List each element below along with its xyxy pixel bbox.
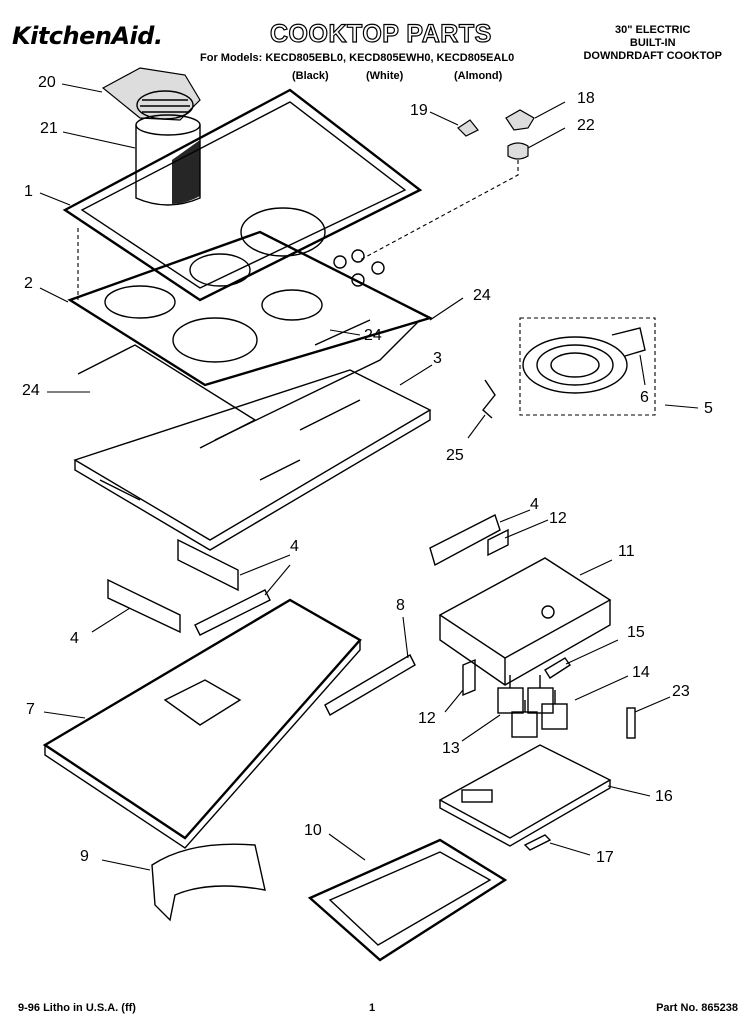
indicator-lamp-part [626,707,636,739]
control-box-part [438,557,612,686]
part-number: Part No. 865238 [656,1002,738,1014]
callout-25: 25 [446,447,464,464]
blower-can-part [135,114,201,206]
bracket-part-b [107,578,181,634]
switch-part-a [462,658,476,697]
callout-15: 15 [627,624,645,641]
callout-12a: 12 [549,510,567,527]
color-almond: (Almond) [454,70,503,82]
bottom-panel-part [438,744,612,847]
litho-note: 9-96 Litho in U.S.A. (ff) [18,1002,136,1014]
callout-3: 3 [433,350,442,367]
callout-13: 13 [442,740,460,757]
callout-10: 10 [304,822,322,839]
callout-17: 17 [596,849,614,866]
callout-8: 8 [396,597,405,614]
page-title: COOKTOP PARTS [269,19,492,48]
model-list: For Models: KECD805EBL0, KECD805EWH0, KE… [200,52,515,64]
product-line-2: BUILT-IN [629,37,676,49]
callout-24c: 24 [22,382,40,399]
product-description: 30" ELECTRIC BUILT-IN DOWNDRDAFT COOKTOP [583,24,722,63]
switch-part-b [487,528,509,557]
callout-2: 2 [24,275,33,292]
callout-4a: 4 [290,538,299,555]
surface-element-part [519,317,656,416]
callout-11: 11 [618,543,635,560]
brand-logo: KitchenAid. [12,22,163,50]
page-number: 1 [369,1002,376,1014]
color-black: (Black) [292,70,329,82]
callout-21: 21 [40,120,58,137]
indicator-light-part [457,119,479,137]
knob-part [505,109,535,131]
callout-24b: 24 [364,327,382,344]
callout-5: 5 [704,400,713,417]
tray-part [307,838,508,962]
callout-16: 16 [655,788,673,805]
strip-part [324,654,416,716]
callout-14: 14 [632,664,650,681]
callout-9: 9 [80,848,89,865]
bracket-17-part [523,834,552,851]
base-pan-part [42,598,362,849]
burner-box-part [73,369,432,551]
callout-7: 7 [26,701,35,718]
product-line-1: 30" ELECTRIC [614,24,691,36]
product-line-3: DOWNDRDAFT COOKTOP [583,50,722,62]
bracket-part-c [194,589,271,636]
bracket-part-d [429,514,501,567]
bracket-15-part [544,657,571,679]
clip-part [482,379,496,419]
callout-18: 18 [577,90,595,107]
callout-1: 1 [24,183,33,200]
callout-12b: 12 [418,710,436,727]
duct-part [151,843,266,922]
callout-20: 20 [38,74,56,91]
glass-cooktop-part [67,230,434,387]
callout-22: 22 [577,117,595,134]
color-white: (White) [366,70,404,82]
callout-4b: 4 [70,630,79,647]
callout-24a: 24 [473,287,491,304]
bracket-part-a [177,538,239,592]
vent-cap-part [101,67,201,121]
callout-6: 6 [640,389,649,406]
knob-seal-part [507,142,529,160]
callout-19: 19 [410,102,428,119]
cooktop-frame-part [62,88,423,302]
callout-23: 23 [672,683,690,700]
callout-4c: 4 [530,496,539,513]
leader-lines [39,83,699,871]
color-variants: (Black) (White) (Almond) [0,70,752,84]
infinite-switches-part [497,675,568,738]
